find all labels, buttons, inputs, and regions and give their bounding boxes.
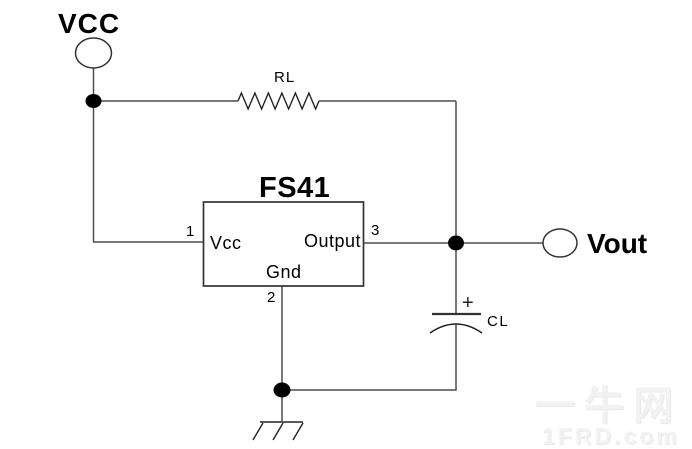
resistor-symbol xyxy=(237,91,320,111)
ground-hatch-2 xyxy=(272,422,284,441)
pin3-number: 3 xyxy=(371,222,380,239)
capacitor-label: CL xyxy=(487,313,510,330)
pin2-number: 2 xyxy=(267,289,276,306)
pin2-label: Gnd xyxy=(266,262,302,282)
pin3-label: Output xyxy=(304,231,362,251)
chip-title: FS41 xyxy=(259,172,331,204)
resistor-label: RL xyxy=(274,69,296,86)
watermark-site-name: 一牛网 xyxy=(535,384,682,428)
ground-hatch-1 xyxy=(252,422,264,441)
capacitor-plate-bottom xyxy=(429,323,483,334)
junction-dot-vcc xyxy=(85,94,102,108)
wire-bottom xyxy=(282,324,457,391)
vcc-terminal-circle xyxy=(74,37,113,69)
pin1-label: Vcc xyxy=(210,233,242,253)
pin1-number: 1 xyxy=(186,223,195,240)
vout-net-label: Vout xyxy=(587,228,648,259)
junction-dot-output xyxy=(448,235,464,251)
junction-dot-ground xyxy=(273,382,291,398)
vcc-net-label: VCC xyxy=(58,8,121,39)
chip-body xyxy=(202,201,365,287)
watermark-site-domain: 1FRD.com xyxy=(542,423,680,449)
vout-terminal-circle xyxy=(542,228,578,258)
wire-left-vertical xyxy=(92,101,204,243)
ground-hatch-3 xyxy=(292,422,304,441)
capacitor-plus-sign: + xyxy=(462,292,474,314)
